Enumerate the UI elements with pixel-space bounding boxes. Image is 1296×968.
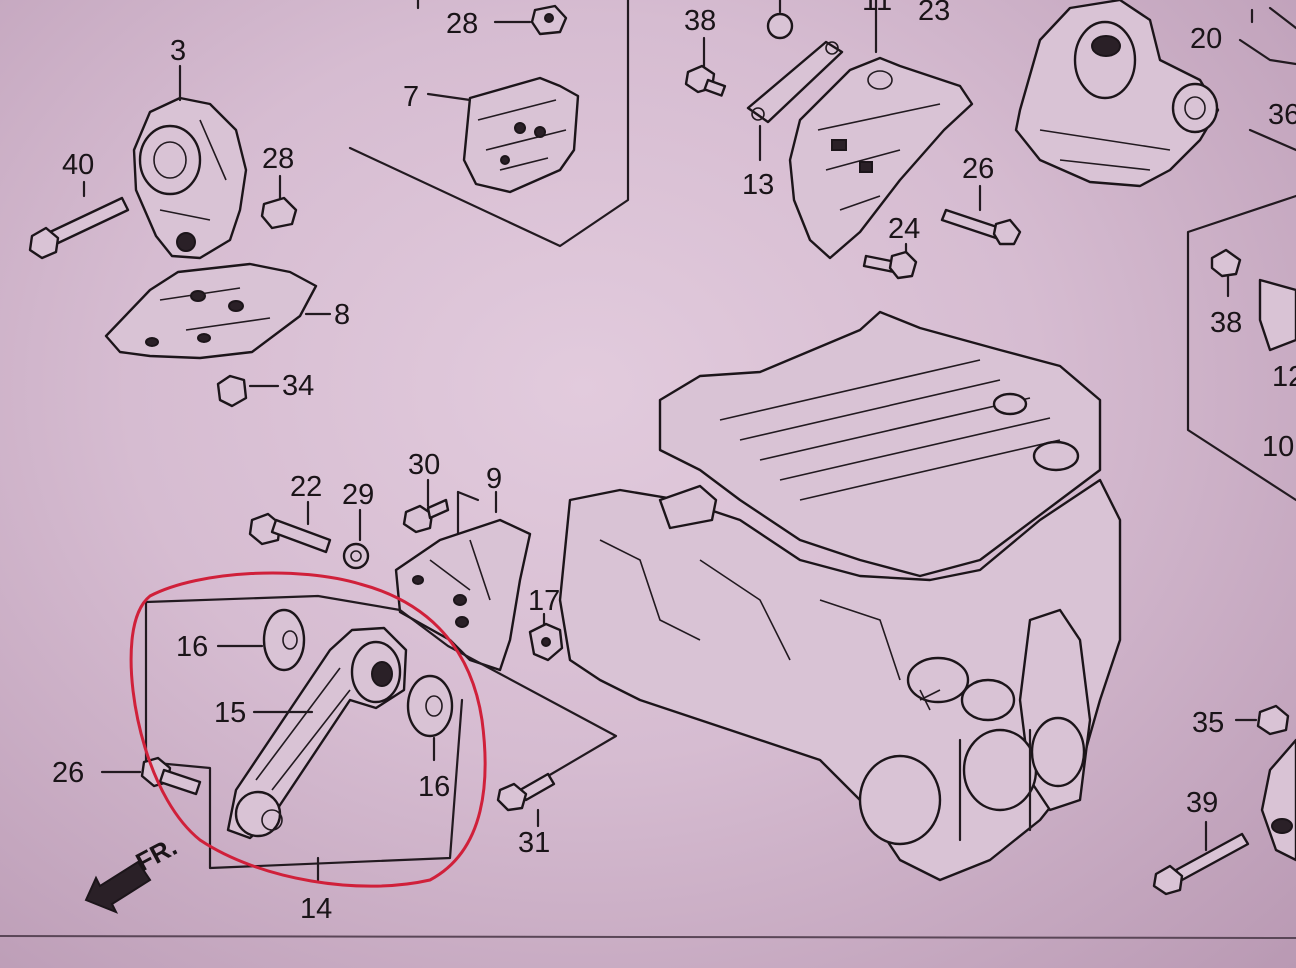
callout-13: 13 bbox=[742, 169, 774, 201]
callout-28b: 28 bbox=[262, 143, 294, 175]
part-17-nut bbox=[528, 612, 564, 662]
callout-3: 3 bbox=[170, 35, 186, 67]
part-22-bolt bbox=[248, 500, 332, 554]
callout-11: 11 bbox=[862, 0, 892, 17]
part-7-bracket bbox=[426, 76, 580, 194]
callout-34: 34 bbox=[282, 370, 314, 402]
callout-15: 15 bbox=[214, 697, 246, 729]
callout-29: 29 bbox=[342, 479, 374, 511]
part-29-washer bbox=[342, 508, 370, 570]
part-14-assembly-outline bbox=[144, 594, 618, 882]
part-28-nut-left bbox=[260, 174, 298, 230]
part-26-bolt-lower bbox=[100, 756, 202, 796]
part-31-bolt bbox=[496, 772, 556, 828]
callout-14: 14 bbox=[300, 893, 332, 925]
part-28-nut-top bbox=[493, 4, 568, 36]
callout-24: 24 bbox=[888, 213, 920, 245]
part-9-bracket bbox=[394, 490, 532, 672]
callout-26b: 26 bbox=[52, 757, 84, 789]
callout-12: 12 bbox=[1272, 361, 1296, 393]
part-16-washer-upper bbox=[216, 608, 306, 672]
part-15-torque-rod bbox=[226, 626, 408, 840]
callout-16a: 16 bbox=[176, 631, 208, 663]
part-nut-small-top bbox=[766, 0, 794, 40]
callout-40: 40 bbox=[62, 149, 94, 181]
front-direction-arrow-icon bbox=[84, 860, 152, 914]
callout-38b: 38 bbox=[1210, 307, 1242, 339]
callout-39: 39 bbox=[1186, 787, 1218, 819]
callout-20: 20 bbox=[1190, 23, 1222, 55]
page-edge-line bbox=[0, 935, 1296, 939]
red-highlight-circle bbox=[129, 571, 487, 888]
part-38-bolt-top bbox=[684, 36, 727, 97]
part-right-edge-mount bbox=[1260, 738, 1296, 862]
right-inset-box bbox=[1186, 194, 1296, 502]
part-13-link bbox=[746, 40, 844, 162]
part-20-side-mount bbox=[1014, 0, 1296, 188]
part-26-bolt-top bbox=[940, 184, 1022, 246]
engine-assembly bbox=[558, 310, 1122, 882]
callout-23: 23 bbox=[918, 0, 950, 27]
part-11-upper-mount bbox=[788, 0, 974, 260]
callout-8: 8 bbox=[334, 299, 350, 331]
part-7-inset-box bbox=[348, 0, 630, 248]
callout-26a: 26 bbox=[962, 153, 994, 185]
callout-10: 10 bbox=[1262, 431, 1294, 463]
callout-36: 36 bbox=[1268, 99, 1296, 131]
callout-17: 17 bbox=[528, 585, 560, 617]
callout-16b: 16 bbox=[418, 771, 450, 803]
callout-35: 35 bbox=[1192, 707, 1224, 739]
callout-31: 31 bbox=[518, 827, 550, 859]
part-35-nut bbox=[1234, 704, 1290, 736]
part-8-bracket bbox=[104, 262, 332, 360]
part-16-washer-lower bbox=[406, 674, 454, 762]
part-40-bolt bbox=[28, 180, 130, 260]
callout-9: 9 bbox=[486, 463, 502, 495]
part-24-bolt bbox=[862, 242, 918, 280]
callout-38a: 38 bbox=[684, 5, 716, 37]
part-3-engine-mount bbox=[132, 64, 248, 260]
part-34-nut bbox=[216, 374, 280, 408]
callout-7: 7 bbox=[403, 81, 419, 113]
callout-30: 30 bbox=[408, 449, 440, 481]
part-39-bolt bbox=[1152, 820, 1250, 896]
callout-22: 22 bbox=[290, 471, 322, 503]
callout-28a: 28 bbox=[446, 8, 478, 40]
part-30-bolt bbox=[402, 478, 450, 534]
